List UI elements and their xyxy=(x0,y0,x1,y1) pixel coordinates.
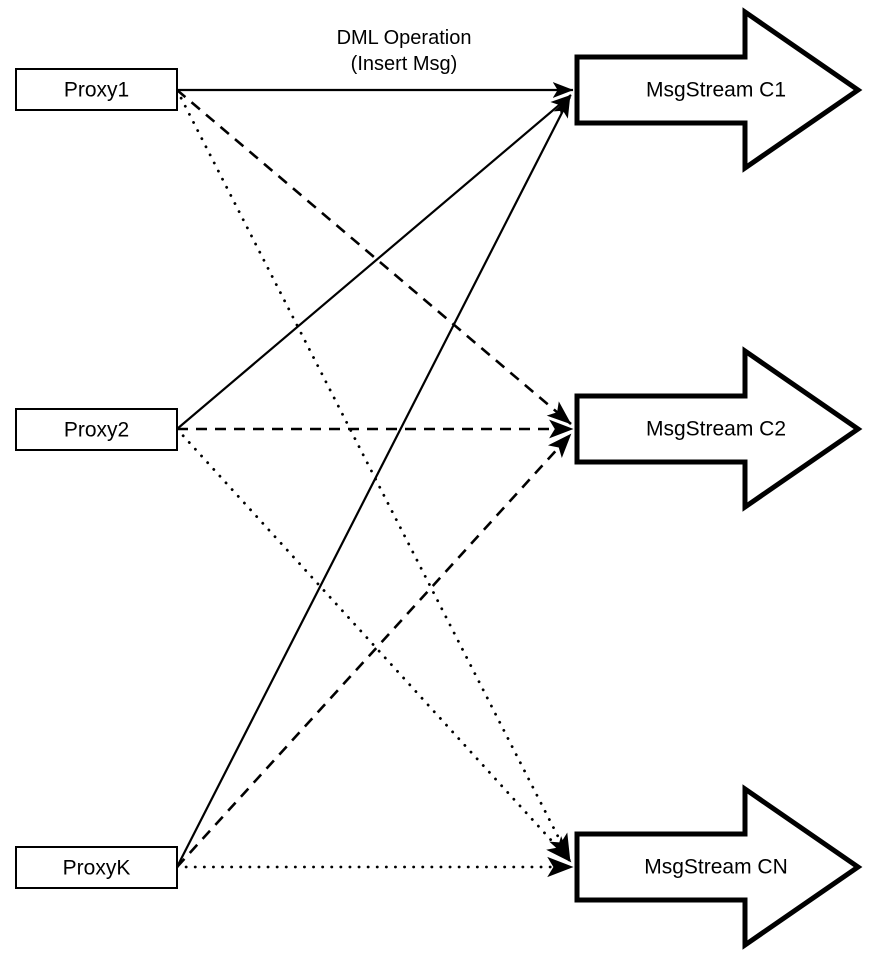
block-arrow-shape[interactable] xyxy=(574,7,863,173)
proxy-node-proxy1[interactable]: Proxy1 xyxy=(15,68,178,111)
link-group-proxyk xyxy=(175,96,575,878)
proxy-box-rect[interactable] xyxy=(15,846,178,889)
link-proxyk-to-msgstream-c2 xyxy=(176,433,572,868)
link-proxyk-to-msgstream-c1 xyxy=(176,96,571,868)
stream-label: MsgStream C2 xyxy=(646,418,786,441)
link-proxy2-to-msgstream-cn xyxy=(175,427,573,864)
edge-label-line1: DML Operation xyxy=(337,27,472,49)
stream-label: MsgStream CN xyxy=(644,856,788,879)
stream-label: MsgStream C1 xyxy=(646,79,786,102)
proxy-box-rect[interactable] xyxy=(15,408,178,451)
stream-node-msgstream-c2[interactable]: MsgStream C2 xyxy=(574,346,863,512)
link-proxy2-to-msgstream-c1 xyxy=(176,94,572,430)
block-arrow-shape[interactable] xyxy=(574,346,863,512)
link-group-proxy1 xyxy=(175,82,574,862)
stream-node-msgstream-c1[interactable]: MsgStream C1 xyxy=(574,7,863,173)
proxy-node-proxyk[interactable]: ProxyK xyxy=(15,846,178,889)
link-group-proxy2 xyxy=(175,94,574,864)
proxy-label: ProxyK xyxy=(63,857,131,880)
edge-label-line2: (Insert Msg) xyxy=(351,53,458,75)
proxy-label: Proxy1 xyxy=(64,79,129,102)
link-proxy1-to-msgstream-c2 xyxy=(176,89,572,425)
proxy-node-proxy2[interactable]: Proxy2 xyxy=(15,408,178,451)
block-arrow-shape[interactable] xyxy=(574,784,863,950)
stream-node-msgstream-cn[interactable]: MsgStream CN xyxy=(574,784,863,950)
proxy-box-rect[interactable] xyxy=(15,68,178,111)
link-proxy1-to-msgstream-cn xyxy=(175,88,572,862)
edge-label-dml-operation: DML Operation (Insert Msg) xyxy=(337,27,472,75)
proxy-label: Proxy2 xyxy=(64,419,129,442)
